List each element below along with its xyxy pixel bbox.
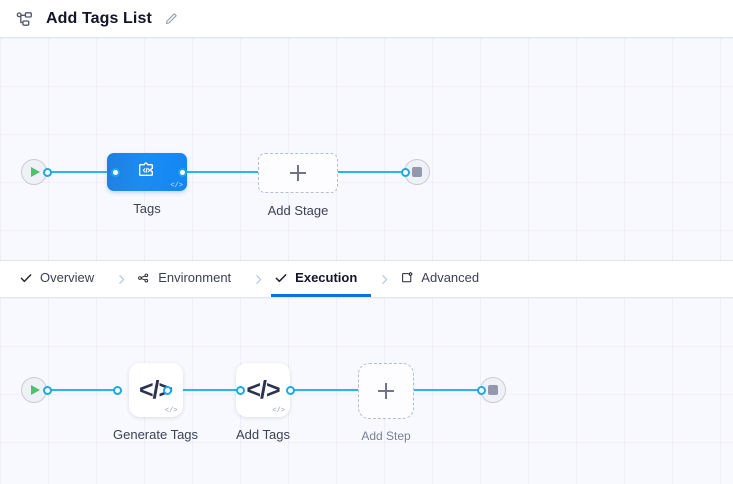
card-gear-icon [399,270,414,285]
wire-add-tags-to-add-step [284,389,364,391]
add-tags-output-port[interactable] [286,385,295,395]
tab-bar[interactable]: Overview Environment Execution [0,260,733,298]
page-header: Add Tags List [0,0,733,38]
tab-execution[interactable]: Execution [271,261,372,297]
stage-canvas[interactable]: </> Tags Add Stage [0,38,733,260]
step-node-add-tags[interactable]: </> </> Add Tags [236,363,290,442]
pencil-edit-icon[interactable] [164,11,180,27]
wire-generate-tags-to-add-tags [160,389,244,391]
puzzle-code-icon [136,159,158,186]
chevron-right-icon [108,261,134,297]
plus-icon [378,383,394,399]
add-step-label: Add Step [361,429,411,443]
wire-add-step-to-end [410,389,482,391]
step-node-body[interactable]: </> </> [128,363,183,417]
stage-node-badge: </> [170,182,183,190]
tab-advanced-label: Advanced [421,270,480,285]
add-stage-node[interactable]: Add Stage [258,153,338,218]
start-node[interactable] [21,159,47,185]
chevron-right-icon [245,261,271,297]
wire-tags-to-add-stage [182,171,260,173]
tags-input-port[interactable] [111,167,120,177]
add-stage-button[interactable] [258,153,338,193]
step-canvas[interactable]: </> </> Generate Tags </> </> Add Tags A… [0,298,733,484]
start-node[interactable] [21,377,47,403]
chevron-right-icon [371,261,397,297]
stop-icon [412,167,422,177]
tab-environment[interactable]: Environment [134,261,245,297]
step-node-label: Add Tags [236,427,290,442]
step-node-badge: </> [272,407,285,415]
step-node-generate-tags[interactable]: </> </> Generate Tags [113,363,198,442]
check-icon [273,270,288,285]
wire-start-to-generate-tags [40,389,120,391]
play-icon [31,167,40,177]
tab-overview[interactable]: Overview [16,261,108,297]
end-node-input-port[interactable] [401,167,410,177]
generate-tags-input-port[interactable] [113,385,122,395]
end-node-input-port[interactable] [477,385,486,395]
wire-start-to-tags [40,171,120,173]
step-node-badge: </> [164,407,178,415]
wire-add-stage-to-end [334,171,408,173]
code-icon: </> [246,375,280,404]
add-tags-input-port[interactable] [236,385,245,395]
add-step-node[interactable]: Add Step [358,363,414,443]
plus-icon [290,165,306,181]
tab-overview-label: Overview [40,270,95,285]
stage-node-label: Tags [133,201,161,216]
add-stage-label: Add Stage [267,203,329,218]
tags-output-port[interactable] [178,167,187,177]
tab-environment-label: Environment [158,270,232,285]
play-icon [31,385,40,395]
tab-execution-label: Execution [295,270,358,285]
stage-node-tags[interactable]: </> Tags [107,153,187,216]
step-node-label: Generate Tags [113,427,199,442]
stage-node-body[interactable]: </> [107,153,187,191]
pipeline-nodes-icon [14,8,36,30]
tab-advanced[interactable]: Advanced [397,261,493,297]
start-node-output-port[interactable] [43,167,52,177]
nodes-icon [136,270,151,285]
check-icon [18,270,33,285]
step-node-body[interactable]: </> </> [236,363,290,417]
page-title: Add Tags List [46,9,152,27]
add-step-button[interactable] [358,363,414,419]
stop-icon [488,385,498,395]
generate-tags-output-port[interactable] [163,385,172,395]
start-node-output-port[interactable] [43,385,52,395]
